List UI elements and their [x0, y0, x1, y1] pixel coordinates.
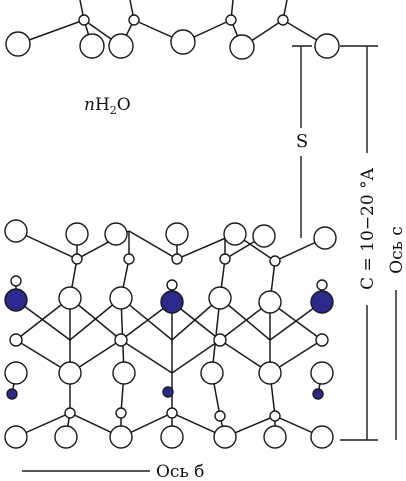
oxygen-atom — [109, 286, 133, 310]
hydrogen-atom — [10, 275, 22, 287]
hydrogen-atom — [166, 279, 178, 291]
oxygen-atom — [54, 425, 78, 449]
water-subscript: 2 — [110, 104, 117, 117]
c-dimension: C = 10−20 °A — [340, 45, 378, 441]
oxygen-atom — [310, 361, 334, 385]
oxygen-atom — [112, 361, 136, 385]
hydrogen-atom — [316, 279, 328, 291]
oxygen-atom — [104, 222, 128, 246]
oxygen-atom — [4, 361, 28, 385]
oxygen-atom — [160, 425, 184, 449]
oxygen-atom — [313, 226, 337, 250]
silicon-atom — [64, 407, 76, 419]
silicon-atom — [225, 14, 237, 26]
c-dimension-label: C = 10−20 °A — [358, 167, 378, 289]
oxygen-atom — [165, 222, 189, 246]
oxygen-atom — [314, 33, 340, 59]
oxygen-atom — [79, 33, 105, 59]
aluminium-atom — [9, 333, 23, 347]
oxygen-atom — [223, 222, 247, 246]
silicon-atom — [269, 410, 281, 422]
oxygen-atom — [200, 361, 224, 385]
oxygen-atom — [310, 425, 334, 449]
silicon-atom — [128, 14, 140, 26]
oxygen-atom — [252, 224, 276, 248]
oxygen-atom — [4, 425, 28, 449]
main-layer — [4, 219, 337, 449]
water-prefix: n — [84, 95, 95, 115]
spacing-dimension: S — [292, 45, 312, 238]
oxygen-atom — [263, 425, 287, 449]
silicon-atom — [219, 253, 231, 265]
oxygen-atom — [229, 34, 255, 60]
oxygen-atom — [58, 361, 82, 385]
silicon-atom — [78, 14, 90, 26]
oxygen-atom — [109, 425, 133, 449]
silicon-atom — [277, 14, 289, 26]
top-layer-atoms — [5, 14, 340, 60]
oxygen-atom — [4, 219, 28, 243]
aluminium-atom — [315, 333, 329, 347]
silicon-atom — [214, 410, 226, 422]
oxygen-atom — [258, 361, 282, 385]
main-layer-atoms — [4, 219, 337, 449]
spacing-label: S — [296, 131, 308, 152]
cation-atom — [6, 388, 18, 400]
b-axis-label: Ось б — [156, 462, 204, 481]
water-o: O — [117, 95, 131, 115]
silicon-atom — [171, 253, 183, 265]
cation-atom — [310, 290, 334, 314]
oxygen-atom — [5, 31, 31, 57]
top-layer — [5, 0, 340, 60]
cation-atom — [160, 290, 184, 314]
silicon-atom — [123, 253, 135, 265]
oxygen-atom — [258, 290, 282, 314]
oxygen-atom — [208, 286, 232, 310]
oxygen-atom — [65, 222, 89, 246]
cation-atom — [312, 388, 324, 400]
cation-atom — [4, 288, 28, 312]
oxygen-atom — [108, 33, 134, 59]
silicon-atom — [115, 407, 127, 419]
oxygen-atom — [170, 29, 196, 55]
water-h: H — [95, 95, 110, 115]
c-axis-label: Ось с — [387, 226, 406, 274]
silicon-atom — [269, 255, 281, 267]
oxygen-atom — [213, 425, 237, 449]
silicon-atom — [166, 407, 178, 419]
aluminium-atom — [114, 333, 128, 347]
silicon-atom — [71, 253, 83, 265]
c-axis: Ось с — [387, 226, 406, 440]
cation-atom — [162, 386, 174, 398]
oxygen-atom — [58, 286, 82, 310]
b-axis: Ось б — [22, 462, 204, 481]
aluminium-atom — [213, 333, 227, 347]
interlayer-water-label: nH2O — [84, 95, 131, 117]
